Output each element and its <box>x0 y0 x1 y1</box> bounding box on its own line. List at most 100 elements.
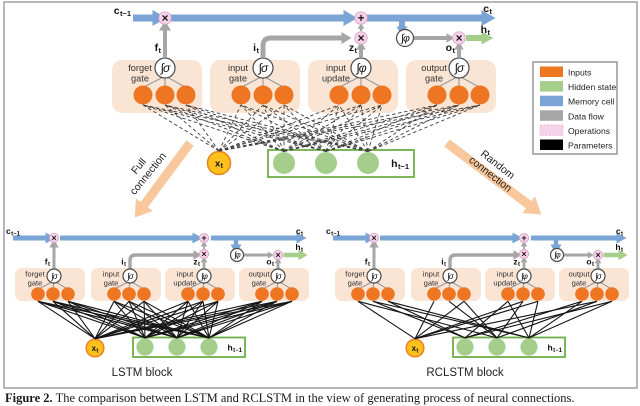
activation-icon <box>448 57 470 79</box>
connection-line <box>338 104 369 152</box>
legend-swatch-hidden_state <box>540 81 563 92</box>
connection-line <box>94 301 115 339</box>
cell-out-label: ct <box>296 226 303 238</box>
op-multiply-icon <box>48 232 60 244</box>
connection-line <box>113 300 178 339</box>
activation-icon <box>516 268 532 284</box>
input-xt-node <box>405 338 425 358</box>
input-neuron <box>274 85 294 105</box>
signal-label: ot <box>266 257 274 269</box>
connection-line <box>496 300 598 339</box>
cell-out-label: ct <box>616 226 623 238</box>
data-flow-arrow <box>260 32 352 57</box>
hidden-state-neuron <box>273 152 295 174</box>
op-symbol: × <box>358 32 365 45</box>
hidden-state-neuron <box>136 338 154 356</box>
activation-icon <box>442 268 458 284</box>
figure-caption: Figure 2. The comparison between LSTM an… <box>5 391 635 406</box>
connection-line <box>187 301 210 339</box>
gate-name: forget <box>345 270 365 279</box>
connection-line <box>448 300 498 339</box>
input-neuron <box>133 85 153 105</box>
legend-label: Inputs <box>568 68 591 78</box>
signal-label: ft <box>155 42 162 55</box>
hidden-state-neuron <box>357 152 379 174</box>
signal-label: ot <box>446 42 456 55</box>
connections <box>142 104 481 152</box>
gate-name: output <box>421 63 447 73</box>
gate-name: update <box>173 279 196 288</box>
signal-label: it <box>253 42 259 55</box>
connections <box>37 300 293 340</box>
op-multiply-icon <box>452 31 466 45</box>
connection-line <box>367 104 438 152</box>
op-multiply-icon <box>272 249 284 261</box>
activation-icon <box>350 57 372 79</box>
connection-line <box>37 300 178 339</box>
hidden-state-neuron <box>488 338 506 356</box>
gate-name: forget <box>25 270 45 279</box>
activation-glyph: ∫φ <box>200 271 208 281</box>
input-neuron <box>531 287 545 301</box>
connection-line <box>128 300 178 339</box>
block-title-lstm: LSTM block <box>112 367 173 379</box>
activation-glyph: ∫σ <box>50 271 58 281</box>
input-neuron <box>449 85 469 105</box>
op-symbol: × <box>371 233 376 243</box>
connection-line <box>176 300 263 339</box>
input-neuron <box>285 287 299 301</box>
input-neuron <box>270 287 284 301</box>
gate-name: gate <box>572 279 587 288</box>
connection-line <box>325 104 481 152</box>
cell-out-label: ct <box>483 3 492 16</box>
connection-line <box>202 301 210 338</box>
input-neuron <box>427 85 447 105</box>
connection-line <box>464 300 583 339</box>
connection-line <box>240 104 285 152</box>
connection-line <box>240 104 327 152</box>
connections <box>357 300 613 340</box>
op-multiply-icon <box>368 232 380 244</box>
connection-line <box>325 104 460 152</box>
input-neuron <box>605 287 619 301</box>
op-add-icon <box>198 232 210 244</box>
connection-line <box>208 300 263 339</box>
activation-icon <box>196 268 212 284</box>
hidden-state-neuron <box>168 338 186 356</box>
legend-swatch-data_flow <box>540 110 563 121</box>
connection-line <box>128 300 210 339</box>
gate-name: gate <box>229 74 247 84</box>
gate-name: gate <box>28 279 43 288</box>
signal-label: it <box>441 257 446 269</box>
activation-glyph: ∫σ <box>160 61 171 75</box>
legend-swatch-operations <box>539 124 564 136</box>
activation-glyph: ∫σ <box>594 271 602 281</box>
legend-label: Memory cell <box>568 97 614 107</box>
connection-line <box>240 104 369 152</box>
connection-line <box>37 300 146 339</box>
connection-line <box>414 301 435 339</box>
input-neuron <box>351 287 365 301</box>
hidden-state-neuron <box>315 152 337 174</box>
connection-line <box>164 104 285 152</box>
connection-line <box>142 104 327 152</box>
op-symbol: × <box>51 233 56 243</box>
op-symbol: + <box>521 233 526 243</box>
signal-label: ft <box>365 257 370 269</box>
input-neuron <box>176 85 196 105</box>
input-neuron <box>255 287 269 301</box>
legend-label: Hidden state <box>568 82 616 92</box>
activation-glyph: ∫σ <box>454 61 465 75</box>
connection-line <box>387 300 530 339</box>
data-flow-arrow <box>448 250 522 269</box>
xt-label: xt <box>92 344 99 355</box>
connection-line <box>262 104 369 152</box>
connection-line <box>218 104 264 152</box>
gate-name: output <box>568 270 590 279</box>
input-neuron <box>122 287 136 301</box>
gate-name: input <box>423 270 440 279</box>
legend-swatch-memory_cell <box>540 95 563 107</box>
connection-line <box>360 104 369 152</box>
connection-line <box>185 104 327 152</box>
